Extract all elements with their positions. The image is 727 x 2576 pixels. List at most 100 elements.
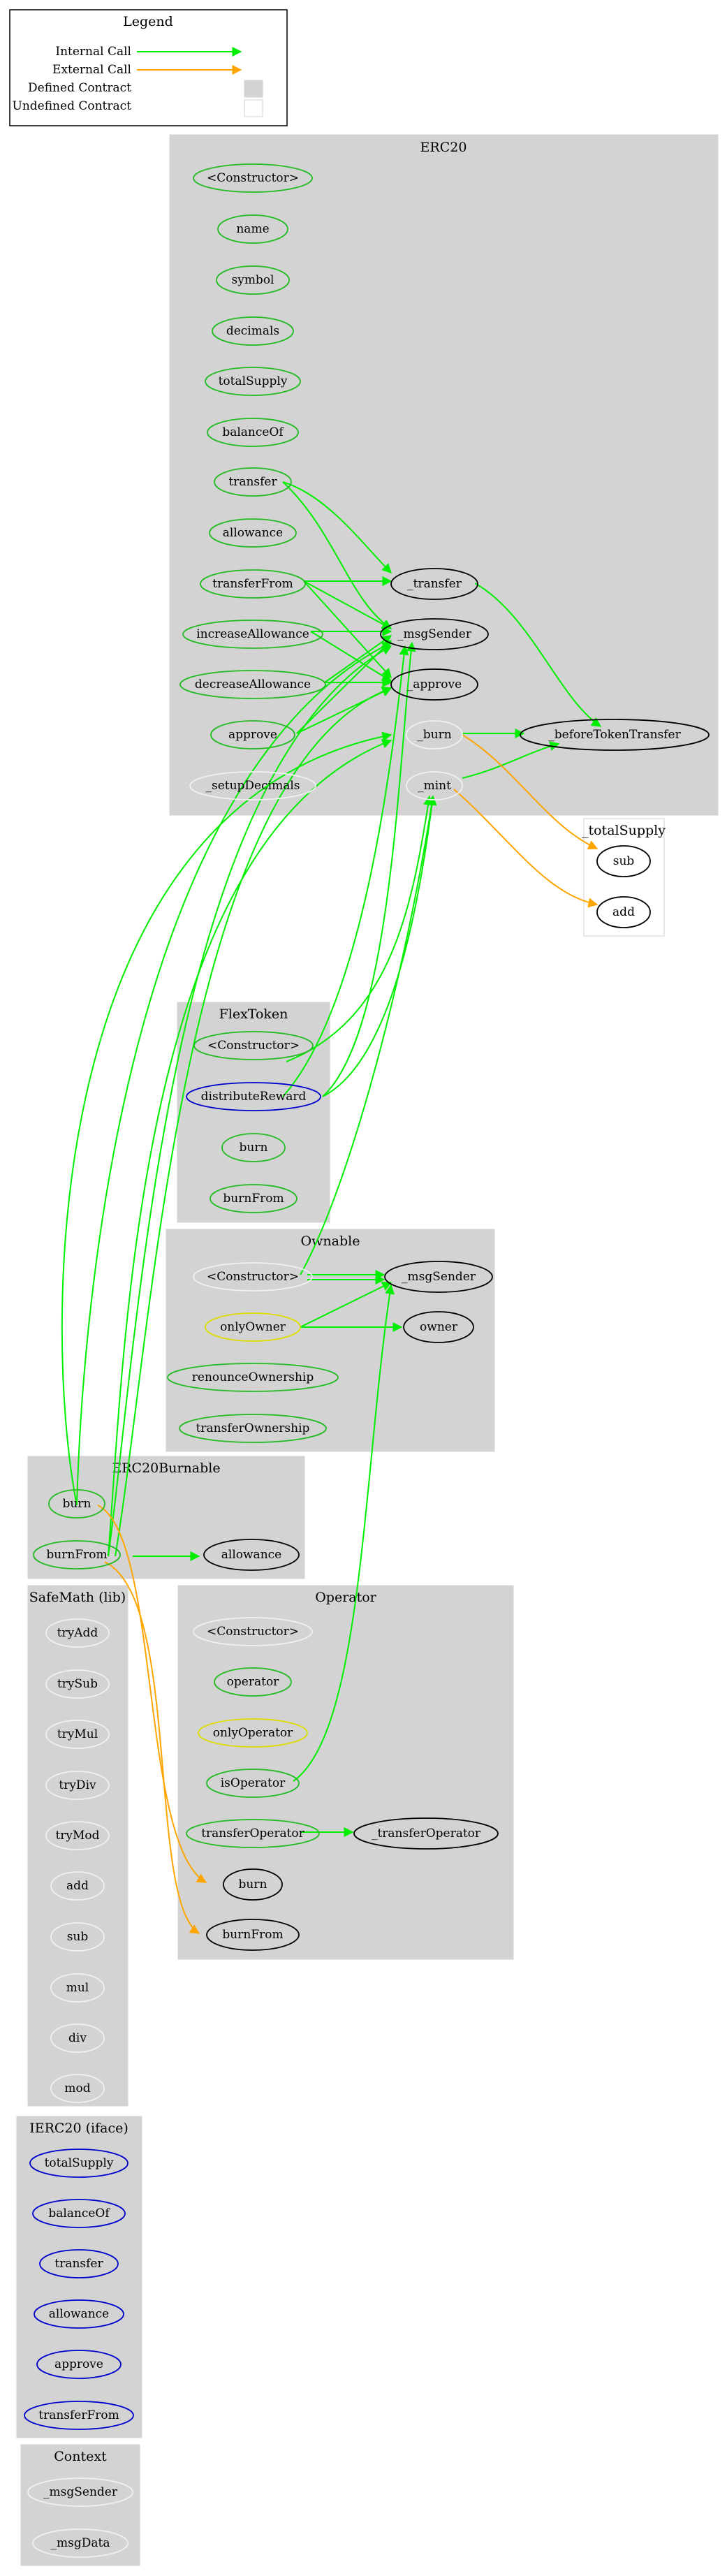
svg-text:burn: burn	[63, 1497, 91, 1511]
svg-text:transfer: transfer	[228, 475, 277, 489]
svg-text:_msgSender: _msgSender	[402, 1270, 476, 1284]
node-erc20-approve[interactable]: approve	[210, 720, 295, 749]
node-op-int-transferoperator[interactable]: _transferOperator	[353, 1817, 499, 1850]
node-op-onlyoperator[interactable]: onlyOperator	[198, 1718, 308, 1748]
node-erc20-symbol[interactable]: symbol	[216, 265, 290, 295]
cluster-erc20-title: ERC20	[420, 140, 467, 155]
svg-text:_beforeTokenTransfer: _beforeTokenTransfer	[548, 728, 681, 742]
svg-text:<Constructor>: <Constructor>	[207, 1039, 300, 1053]
node-erc20-burn[interactable]: _burn	[406, 720, 463, 749]
node-op-transferoperator[interactable]: transferOperator	[186, 1819, 320, 1848]
node-erc20-increaseallowance[interactable]: increaseAllowance	[182, 620, 323, 649]
node-erc20-int-approve[interactable]: _approve	[390, 668, 478, 701]
node-op-burn[interactable]: burn	[223, 1868, 283, 1901]
node-own-constructor[interactable]: <Constructor>	[193, 1262, 313, 1291]
node-sm-trysub[interactable]: trySub	[45, 1669, 110, 1699]
node-sm-trydiv[interactable]: tryDiv	[45, 1771, 110, 1800]
svg-text:burnFrom: burnFrom	[222, 1928, 283, 1942]
svg-text:add: add	[612, 905, 635, 919]
svg-text:distributeReward: distributeReward	[201, 1090, 307, 1104]
node-sm-trymul[interactable]: tryMul	[45, 1720, 110, 1749]
svg-text:transfer: transfer	[54, 2257, 103, 2271]
svg-text:isOperator: isOperator	[221, 1776, 286, 1790]
node-op-constructor[interactable]: <Constructor>	[193, 1617, 313, 1646]
svg-text:tryMod: tryMod	[55, 1829, 99, 1843]
node-ts-add[interactable]: add	[596, 896, 651, 928]
node-ctx-msgdata[interactable]: _msgData	[32, 2529, 128, 2558]
cluster-flextoken-title: FlexToken	[219, 1007, 288, 1022]
node-erc20-setupdecimals[interactable]: _setupDecimals	[189, 771, 316, 800]
svg-text:_mint: _mint	[418, 779, 451, 793]
svg-text:transferOperator: transferOperator	[201, 1827, 304, 1840]
node-own-owner[interactable]: owner	[403, 1311, 474, 1343]
legend-external-call: External Call	[52, 63, 131, 77]
cluster-flextoken: FlexToken	[177, 1002, 330, 1223]
node-sm-mod[interactable]: mod	[50, 2074, 105, 2103]
node-burnable-burn[interactable]: burn	[48, 1489, 105, 1518]
svg-text:_msgSender: _msgSender	[43, 2485, 118, 2499]
svg-text:_transfer: _transfer	[407, 577, 462, 591]
node-erc20-balanceof[interactable]: balanceOf	[207, 418, 299, 447]
node-op-isoperator[interactable]: isOperator	[206, 1769, 300, 1798]
node-sm-add[interactable]: add	[50, 1871, 105, 1901]
node-erc20-transferfrom[interactable]: transferFrom	[200, 569, 306, 599]
node-op-burnfrom[interactable]: burnFrom	[206, 1919, 300, 1951]
node-flex-burnfrom[interactable]: burnFrom	[210, 1184, 298, 1213]
node-erc20-mint[interactable]: _mint	[406, 771, 463, 800]
node-ie-transfer[interactable]: transfer	[39, 2249, 119, 2278]
node-flex-burn[interactable]: burn	[221, 1133, 286, 1162]
node-flex-constructor[interactable]: <Constructor>	[193, 1031, 314, 1060]
node-own-transferownership[interactable]: transferOwnership	[179, 1414, 327, 1443]
node-ie-balanceof[interactable]: balanceOf	[32, 2199, 126, 2228]
svg-text:add: add	[66, 1879, 89, 1893]
node-sm-trymod[interactable]: tryMod	[45, 1821, 110, 1850]
node-sm-sub[interactable]: sub	[50, 1922, 105, 1952]
external-call-edges	[97, 734, 599, 1934]
svg-text:burnFrom: burnFrom	[46, 1548, 107, 1562]
cluster-context-title: Context	[54, 2449, 107, 2464]
legend-defined-contract: Defined Contract	[28, 81, 131, 95]
node-flex-distributereward[interactable]: distributeReward	[186, 1082, 321, 1111]
node-own-onlyowner[interactable]: onlyOwner	[205, 1312, 301, 1342]
node-ie-approve[interactable]: approve	[36, 2350, 122, 2379]
legend: Legend Internal Call External Call Defin…	[9, 9, 288, 126]
svg-text:tryDiv: tryDiv	[59, 1778, 96, 1792]
node-burnable-allowance[interactable]: allowance	[203, 1539, 300, 1571]
node-burnable-burnfrom[interactable]: burnFrom	[33, 1540, 121, 1569]
node-sm-tryadd[interactable]: tryAdd	[45, 1618, 110, 1648]
node-op-operator[interactable]: operator	[214, 1667, 292, 1697]
node-ie-transferfrom[interactable]: transferFrom	[24, 2401, 134, 2430]
svg-text:operator: operator	[227, 1675, 280, 1689]
svg-text:<Constructor>: <Constructor>	[207, 171, 299, 185]
svg-text:decimals: decimals	[226, 324, 279, 338]
svg-text:sub: sub	[67, 1930, 89, 1944]
node-erc20-name[interactable]: name	[217, 214, 288, 244]
node-ctx-msgsender[interactable]: _msgSender	[27, 2478, 133, 2507]
svg-text:_transferOperator: _transferOperator	[372, 1827, 481, 1840]
node-erc20-totalsupply[interactable]: totalSupply	[205, 367, 301, 396]
cluster-operator: Operator	[177, 1585, 514, 1960]
node-erc20-decimals[interactable]: decimals	[212, 316, 294, 346]
node-erc20-constructor[interactable]: <Constructor>	[193, 163, 313, 193]
node-erc20-msgsender[interactable]: _msgSender	[380, 618, 489, 650]
node-erc20-beforetokentransfer[interactable]: _beforeTokenTransfer	[520, 719, 710, 751]
svg-text:transferFrom: transferFrom	[212, 577, 293, 591]
cluster-total-supply: _totalSupply	[582, 818, 666, 937]
svg-text:mul: mul	[66, 1981, 89, 1995]
node-sm-div[interactable]: div	[50, 2024, 105, 2053]
svg-text:trySub: trySub	[57, 1677, 98, 1691]
node-erc20-allowance[interactable]: allowance	[209, 518, 297, 548]
node-sm-mul[interactable]: mul	[50, 1973, 105, 2003]
node-ie-totalsupply[interactable]: totalSupply	[29, 2149, 128, 2178]
node-own-msgsender[interactable]: _msgSender	[384, 1261, 493, 1293]
node-erc20-decreaseallowance[interactable]: decreaseAllowance	[179, 670, 326, 699]
svg-text:div: div	[68, 2031, 87, 2045]
node-ie-allowance[interactable]: allowance	[34, 2299, 124, 2329]
node-erc20-transfer[interactable]: transfer	[214, 467, 292, 497]
svg-text:totalSupply: totalSupply	[219, 374, 288, 388]
node-own-renounceownership[interactable]: renounceOwnership	[167, 1363, 339, 1392]
svg-text:burn: burn	[240, 1141, 268, 1155]
cluster-erc20burnable-title: ERC20Burnable	[112, 1461, 220, 1476]
node-erc20-int-transfer[interactable]: _transfer	[390, 568, 478, 600]
node-ts-sub[interactable]: sub	[596, 845, 651, 877]
